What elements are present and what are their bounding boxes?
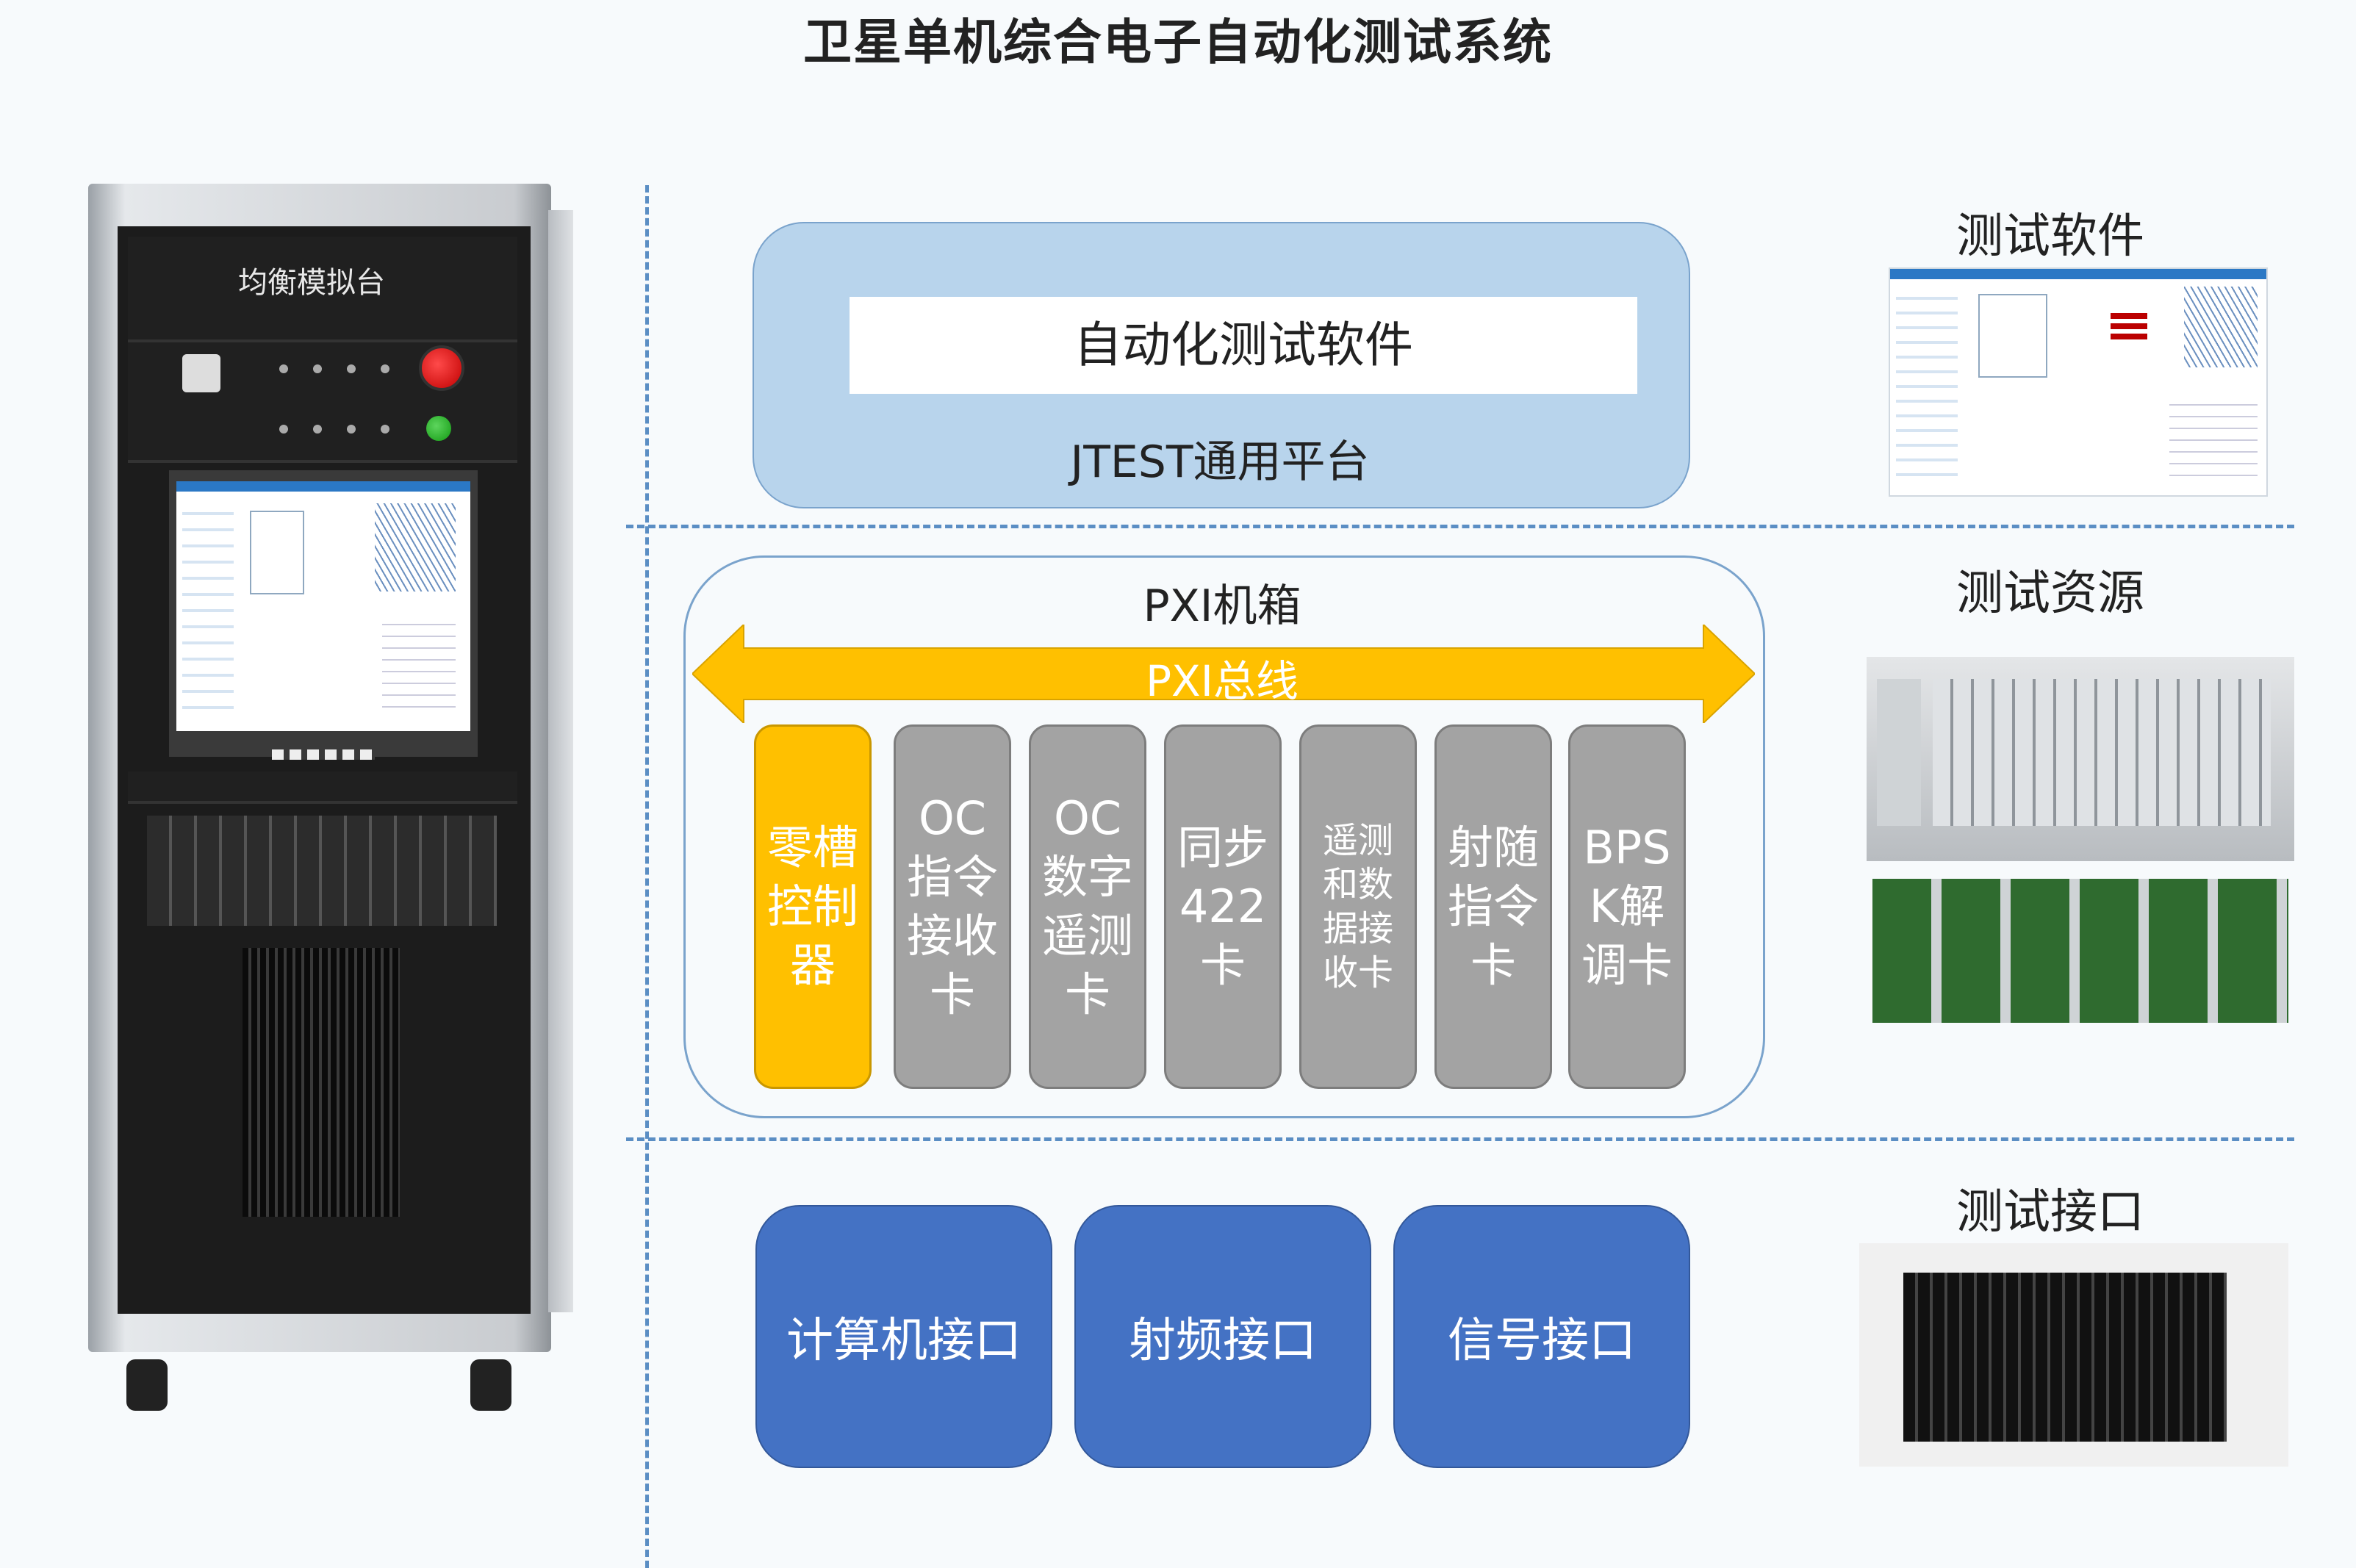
label-test-interface: 测试接口 [1956,1185,2144,1240]
pxi-card-follower-command: 射随指令卡 [1434,724,1552,1089]
vertical-divider [645,185,649,1568]
selector-switch-icon [182,354,220,392]
pxi-card-zero-slot-controller: 零槽控制器 [754,724,872,1089]
divider-resources-interface [626,1137,2294,1141]
pxi-card-oc-command-receiver: OC指令接收卡 [894,724,1011,1089]
vent-grille [243,1080,400,1151]
computer-interface-box: 计算机接口 [755,1205,1052,1468]
pxi-card-oc-digital-telemetry: OC数字遥测卡 [1029,724,1146,1089]
indicator-icon [313,364,322,373]
platform-label: JTEST通用平台 [1070,436,1370,488]
rack-instrument-chassis [147,816,497,926]
indicator-icon [279,425,288,434]
indicator-icon [313,425,322,434]
rack-label: 均衡模拟台 [238,266,385,300]
indicator-icon [381,425,389,434]
rack-label-panel: 均衡模拟台 [128,237,517,342]
vent-grille [243,948,400,1018]
pxi-bus-arrow [692,625,1755,723]
pxi-chassis-photo [1867,657,2294,861]
vent-grille [243,1014,400,1085]
rack-keyboard-tray [128,772,517,804]
monitor-buttons [272,749,375,760]
emergency-stop-icon [419,345,464,391]
divider-software-resources [626,525,2294,528]
label-test-resources: 测试资源 [1956,567,2144,621]
power-led-icon [426,416,451,441]
diagram-title: 卫星单机综合电子自动化测试系统 [803,14,1553,71]
indicator-icon [381,364,389,373]
pxi-card-telemetry-data-receiver: 遥测和数据接收卡 [1299,724,1417,1089]
indicator-icon [347,364,356,373]
rack-side-panel [548,210,573,1312]
pxi-bus-label: PXI总线 [1146,656,1299,706]
pxi-chassis-label: PXI机箱 [1143,580,1301,632]
pxi-card-bpsk-demodulator: BPSK解调卡 [1568,724,1686,1089]
pxi-card-sync-422: 同步422卡 [1164,724,1282,1089]
label-test-software: 测试软件 [1956,209,2144,264]
indicator-icon [347,425,356,434]
pxi-boards-photo [1872,879,2288,1023]
vent-grille [243,1146,400,1217]
signal-interface-box: 信号接口 [1393,1205,1690,1468]
automation-software-label: 自动化测试软件 [850,297,1637,394]
indicator-icon [279,364,288,373]
caster-wheel-icon [126,1359,168,1411]
caster-wheel-icon [470,1359,511,1411]
interface-unit-photo [1859,1243,2288,1467]
monitor-screen [176,481,470,731]
test-software-screenshot [1889,267,2268,497]
rf-interface-box: 射频接口 [1074,1205,1371,1468]
